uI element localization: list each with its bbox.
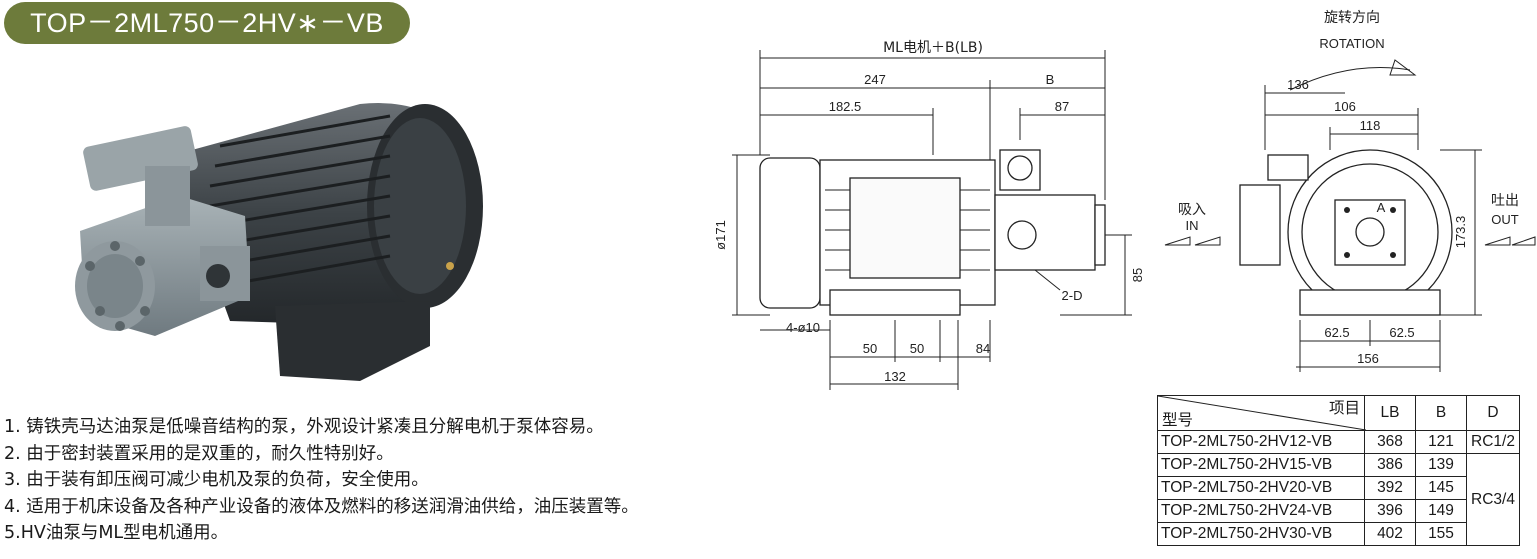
dim-247: 247 [864, 72, 886, 87]
rotation-label-cn: 旋转方向 [1324, 10, 1380, 26]
feature-item: 3. 由于装有卸压阀可减少电机及泵的负荷，安全使用。 [4, 470, 429, 490]
side-total-label: ML电机＋B(LB) [883, 40, 983, 56]
cell-lb: 396 [1364, 499, 1416, 523]
cell-lb: 402 [1364, 522, 1416, 546]
dim-4dia10: 4-ø10 [786, 320, 820, 335]
in-label-cn: 吸入 [1178, 202, 1206, 218]
cell-model: TOP-2ML750-2HV24-VB [1157, 499, 1365, 523]
cell-model: TOP-2ML750-2HV30-VB [1157, 522, 1365, 546]
product-photo [75, 103, 483, 381]
out-label-cn: 吐出 [1491, 193, 1519, 209]
cell-b: 139 [1415, 453, 1467, 477]
cell-lb: 368 [1364, 430, 1416, 454]
dim-2d: 2-D [1062, 288, 1083, 303]
cell-b: 145 [1415, 476, 1467, 500]
dim-132: 132 [884, 369, 906, 384]
rotation-label-en: ROTATION [1319, 36, 1384, 51]
dim-173-3: 173.3 [1453, 216, 1468, 249]
dim-182-5: 182.5 [829, 99, 862, 114]
dim-136: 136 [1287, 77, 1309, 92]
spec-table: 项目 型号 LB B D TOP-2ML750-2HV12-VB 368 121… [1157, 395, 1520, 546]
cell-model: TOP-2ML750-2HV20-VB [1157, 476, 1365, 500]
cell-lb: 386 [1364, 453, 1416, 477]
cell-model: TOP-2ML750-2HV12-VB [1157, 430, 1365, 454]
in-label-en: IN [1186, 218, 1199, 233]
header-item: 项目 [1328, 400, 1360, 417]
feature-item: 5.HV油泵与ML型电机通用。 [4, 523, 229, 543]
cell-d: RC1/2 [1466, 430, 1520, 454]
table-row: TOP-2ML750-2HV24-VB 396 149 [1157, 499, 1520, 523]
header-lb: LB [1364, 395, 1416, 431]
dim-50a: 50 [863, 341, 877, 356]
dim-62-5a: 62.5 [1324, 325, 1349, 340]
table-corner-header: 项目 型号 [1157, 395, 1366, 431]
dim-62-5b: 62.5 [1389, 325, 1414, 340]
table-row: TOP-2ML750-2HV20-VB 392 145 [1157, 476, 1520, 500]
header-model: 型号 [1162, 412, 1194, 429]
marker-a: A [1377, 200, 1386, 215]
feature-item: 1. 铸铁壳马达油泵是低噪音结构的泵，外观设计紧凑且分解电机于泵体容易。 [4, 417, 604, 437]
cell-b: 121 [1415, 430, 1467, 454]
dim-b: B [1046, 72, 1055, 87]
feature-list: 1. 铸铁壳马达油泵是低噪音结构的泵，外观设计紧凑且分解电机于泵体容易。 2. … [4, 414, 639, 547]
header-b: B [1415, 395, 1467, 431]
product-title: TOP－2ML750－2HV∗－VB [4, 2, 410, 44]
feature-item: 4. 适用于机床设备及各种产业设备的液体及燃料的移送润滑油供给，油压装置等。 [4, 496, 639, 517]
table-row: TOP-2ML750-2HV30-VB 402 155 [1157, 522, 1520, 546]
dim-85: 85 [1130, 268, 1145, 282]
cell-b: 155 [1415, 522, 1467, 546]
dim-84: 84 [976, 341, 990, 356]
dim-106: 106 [1334, 99, 1356, 114]
table-row: TOP-2ML750-2HV15-VB 386 139 RC3/4 [1157, 453, 1520, 546]
cell-lb: 392 [1364, 476, 1416, 500]
header-d: D [1466, 395, 1520, 431]
cell-d-merged: RC3/4 [1466, 453, 1520, 546]
dim-118: 118 [1360, 118, 1381, 133]
feature-item: 2. 由于密封装置采用的是双重的，耐久性特别好。 [4, 443, 394, 464]
out-label-en: OUT [1491, 212, 1519, 227]
dim-50b: 50 [910, 341, 924, 356]
dim-156: 156 [1357, 351, 1379, 366]
technical-drawing: ML电机＋B(LB) 247 B 182.5 87 ø171 85 2-D 4-… [713, 10, 1536, 390]
dim-dia171: ø171 [713, 220, 728, 250]
table-row: TOP-2ML750-2HV12-VB 368 121 RC1/2 [1157, 430, 1520, 454]
cell-b: 149 [1415, 499, 1467, 523]
cell-model: TOP-2ML750-2HV15-VB [1157, 453, 1365, 477]
dim-87: 87 [1055, 99, 1069, 114]
